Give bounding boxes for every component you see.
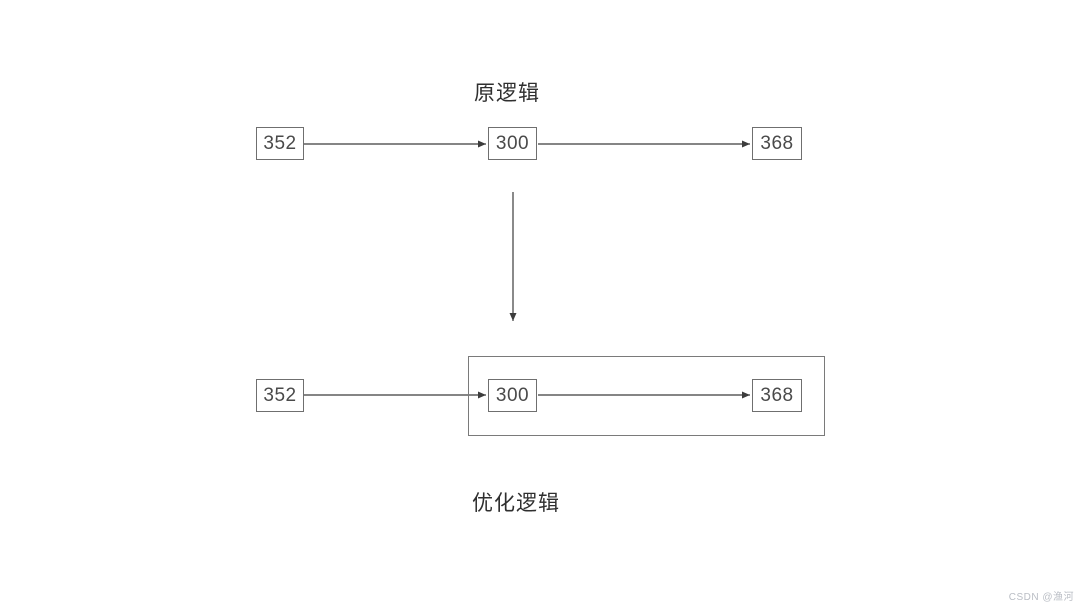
original-node-352: 352 bbox=[256, 127, 304, 160]
optimized-node-300: 300 bbox=[488, 379, 537, 412]
optimized-node-368: 368 bbox=[752, 379, 802, 412]
original-node-300: 300 bbox=[488, 127, 537, 160]
optimized-node-352: 352 bbox=[256, 379, 304, 412]
original-node-368: 368 bbox=[752, 127, 802, 160]
optimized-logic-title: 优化逻辑 bbox=[472, 492, 560, 515]
optimized-group-box bbox=[468, 356, 825, 436]
original-logic-title: 原逻辑 bbox=[474, 82, 540, 105]
watermark: CSDN @渔河 bbox=[1008, 592, 1074, 603]
